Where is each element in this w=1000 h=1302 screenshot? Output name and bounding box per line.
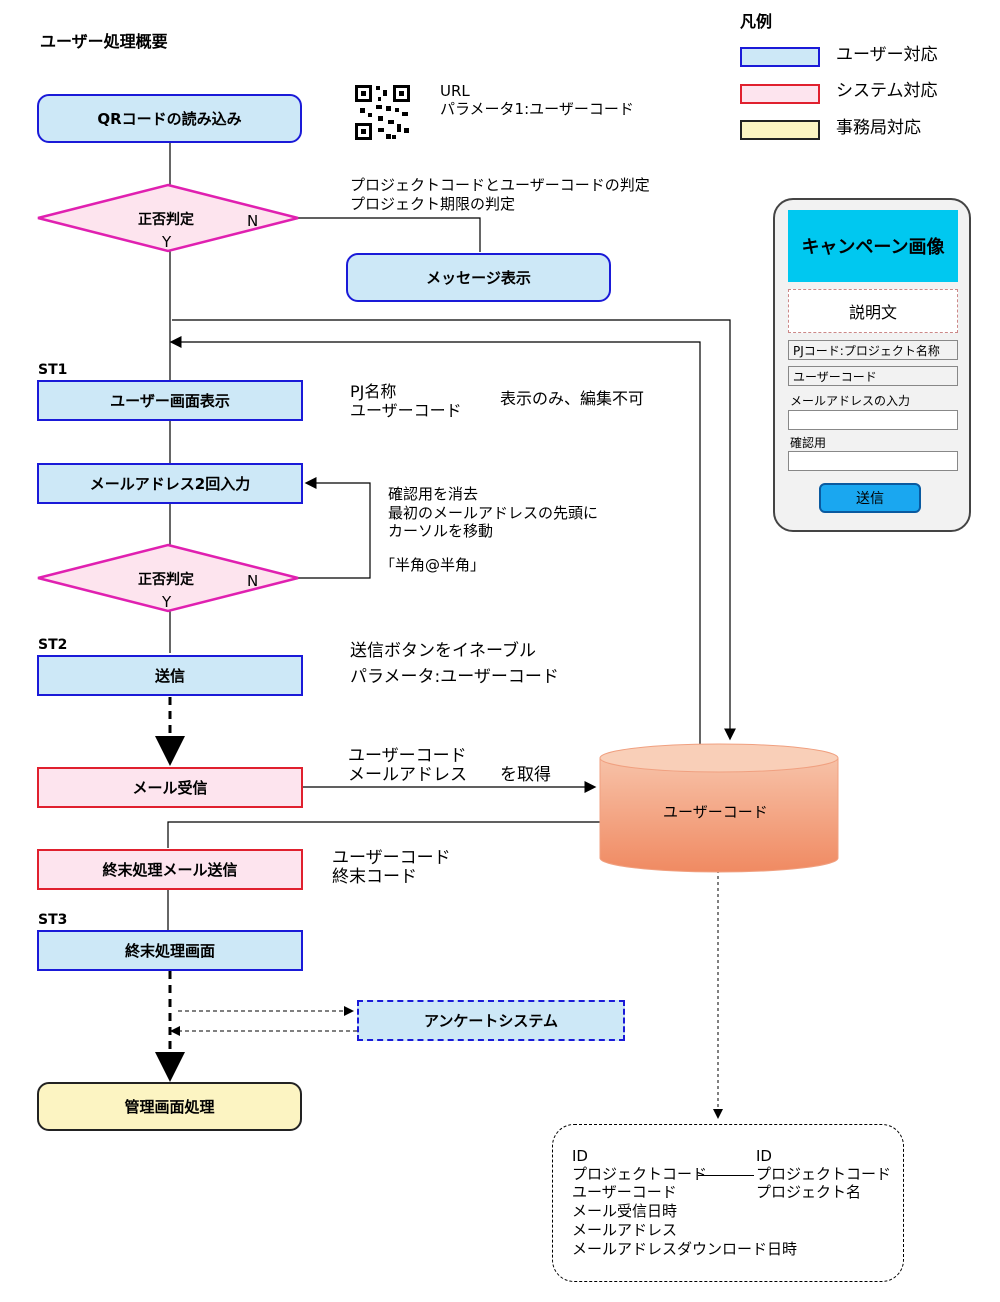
pj-code-field: PJコード:プロジェクト名称 [788, 340, 958, 360]
judge1-no: N [247, 212, 259, 230]
judge-diamond-1 [37, 183, 299, 253]
table-right-1: プロジェクトコード [756, 1165, 892, 1183]
page-title: ユーザー処理概要 [40, 32, 168, 51]
note-recv-a: ユーザーコード [348, 746, 467, 766]
table-left-1: プロジェクトコード [572, 1165, 708, 1183]
node-survey-system: アンケートシステム [357, 1000, 625, 1041]
confirm-label: 確認用 [790, 436, 827, 450]
table-left-5: メールアドレスダウンロード日時 [572, 1240, 798, 1258]
node-user-screen: ユーザー画面表示 [37, 380, 303, 421]
node-end-mail: 終末処理メール送信 [37, 849, 303, 890]
node-database: ユーザーコード [663, 803, 768, 821]
node-judge-2: 正否判定 [138, 572, 194, 588]
database-body [599, 758, 839, 873]
node-qr-read: QRコードの読み込み [37, 94, 302, 143]
judge-diamond-2 [37, 543, 299, 613]
description-text: 説明文 [788, 289, 958, 333]
table-left-3: メール受信日時 [572, 1202, 678, 1220]
node-admin: 管理画面処理 [37, 1082, 302, 1131]
qr-note-url: URL [440, 82, 470, 100]
note-recv-b: メールアドレス [348, 765, 467, 785]
legend-title: 凡例 [740, 12, 773, 31]
node-end-screen: 終末処理画面 [37, 930, 303, 971]
table-left-2: ユーザーコード [572, 1183, 677, 1201]
note-end-b: 終末コード [332, 867, 417, 887]
judge2-yes: Y [162, 593, 172, 611]
legend-label-office: 事務局対応 [836, 118, 921, 138]
node-message: メッセージ表示 [346, 253, 611, 302]
step-st3: ST3 [38, 912, 68, 928]
table-right-2: プロジェクト名 [756, 1183, 862, 1201]
phone-mockup: キャンペーン画像 説明文 PJコード:プロジェクト名称 ユーザーコード メールア… [773, 198, 971, 532]
note-judge2-c: カーソルを移動 [388, 522, 494, 540]
note-judge2-d: 「半角@半角」 [380, 556, 486, 574]
node-judge-1: 正否判定 [138, 212, 194, 228]
legend-label-user: ユーザー対応 [836, 45, 938, 65]
email-label: メールアドレスの入力 [790, 394, 911, 408]
node-email-input: メールアドレス2回入力 [37, 463, 303, 504]
db-table-box [552, 1124, 904, 1282]
note-send-a: 送信ボタンをイネーブル [350, 641, 536, 661]
legend-label-system: システム対応 [836, 81, 938, 101]
submit-button[interactable]: 送信 [819, 483, 921, 513]
note-end-a: ユーザーコード [332, 848, 451, 868]
note-judge2-a: 確認用を消去 [388, 485, 479, 503]
note-screen-b: ユーザーコード [350, 401, 462, 420]
table-left-0: ID [572, 1147, 588, 1165]
judge1-yes: Y [162, 233, 172, 251]
note-judge1-a: プロジェクトコードとユーザーコードの判定 [350, 176, 650, 194]
legend-swatch-system [740, 84, 820, 104]
note-screen-a: PJ名称 [350, 382, 397, 401]
table-link-line [698, 1175, 754, 1177]
note-recv-c: を取得 [500, 765, 551, 785]
table-left-4: メールアドレス [572, 1221, 678, 1239]
node-send: 送信 [37, 655, 303, 696]
node-mail-receive: メール受信 [37, 767, 303, 808]
note-send-b: パラメータ:ユーザーコード [350, 667, 559, 687]
step-st2: ST2 [38, 637, 68, 653]
step-st1: ST1 [38, 362, 68, 378]
email-input[interactable] [788, 410, 958, 430]
database-top [599, 743, 839, 773]
legend-swatch-user [740, 47, 820, 67]
confirm-input[interactable] [788, 451, 958, 471]
note-judge1-b: プロジェクト期限の判定 [350, 195, 516, 213]
legend-swatch-office [740, 120, 820, 140]
table-right-0: ID [756, 1147, 772, 1165]
qr-code-icon [355, 85, 410, 140]
note-judge2-b: 最初のメールアドレスの先頭に [388, 504, 599, 522]
qr-note-param: パラメータ1:ユーザーコード [440, 100, 634, 118]
note-screen-c: 表示のみ、編集不可 [500, 389, 645, 408]
judge2-no: N [247, 572, 259, 590]
user-code-field: ユーザーコード [788, 366, 958, 386]
campaign-image: キャンペーン画像 [788, 210, 958, 282]
